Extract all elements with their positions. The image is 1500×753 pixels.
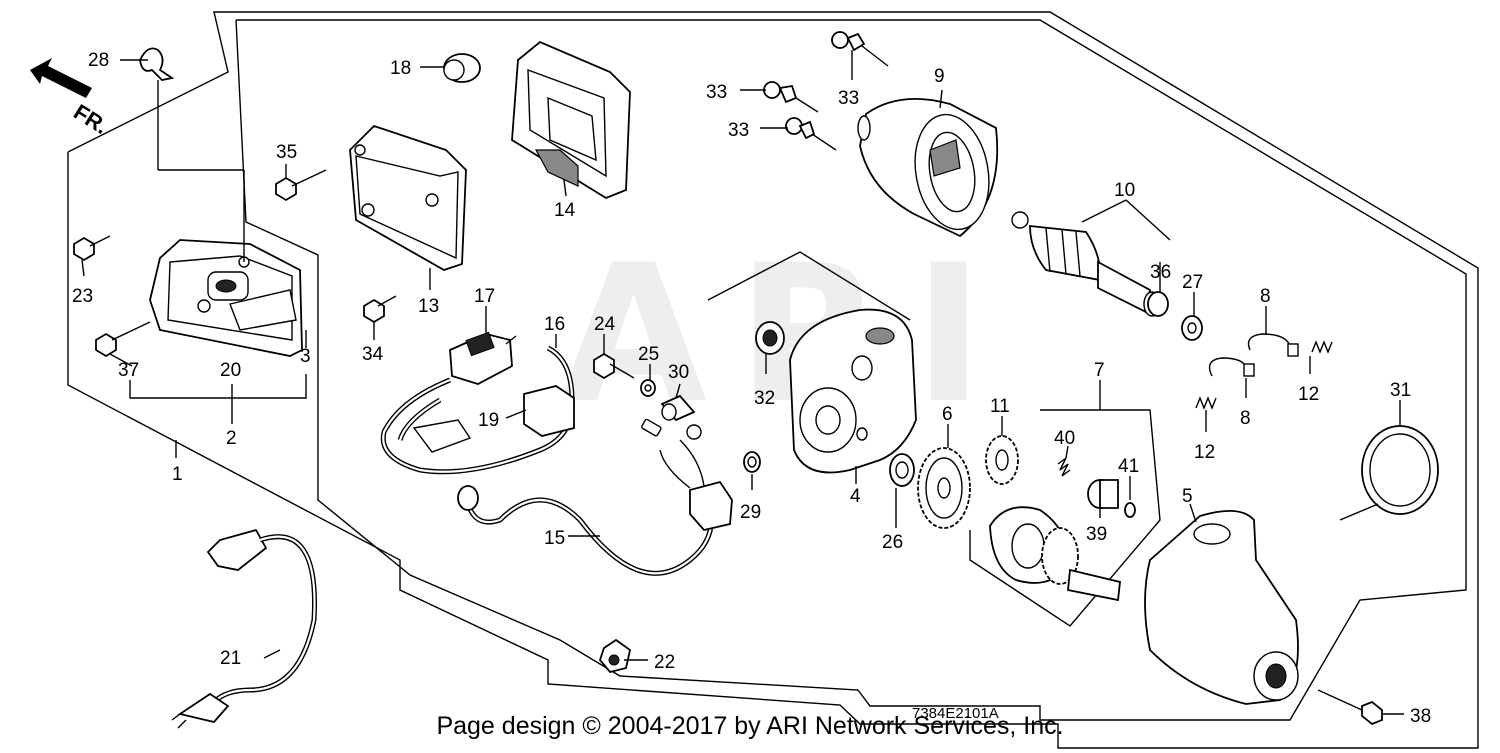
bracket-10-lines <box>1081 199 1171 241</box>
callout-4: 4 <box>850 486 861 507</box>
plate-4-part <box>789 308 917 474</box>
callout-9: 9 <box>934 66 945 87</box>
callout-1: 1 <box>172 464 183 485</box>
spring-12-lower-part <box>1195 396 1217 410</box>
pinion-11-part <box>985 435 1019 485</box>
clip-41-part <box>1124 502 1136 518</box>
spring-40-part <box>1057 457 1071 477</box>
callout-13: 13 <box>418 296 439 317</box>
callout-36: 36 <box>1150 262 1171 283</box>
collar-30-part <box>660 394 696 422</box>
armature-10-part <box>1011 211 1161 317</box>
callout-8-lower: 8 <box>1240 408 1251 429</box>
assembly-border-inner <box>235 19 1467 721</box>
callout-12-left: 12 <box>1194 442 1215 463</box>
callout-20: 20 <box>220 360 241 381</box>
callout-10: 10 <box>1114 180 1135 201</box>
callout-8-upper: 8 <box>1260 286 1271 307</box>
leader-lines <box>81 50 1404 715</box>
front-housing-5-part <box>1144 510 1299 705</box>
callout-25: 25 <box>638 344 659 365</box>
frame-14-part <box>511 40 631 200</box>
bolt-37-part <box>95 321 151 358</box>
brush-8-lower-part <box>1208 357 1255 377</box>
bolt-33-top-part <box>831 31 889 67</box>
callout-37: 37 <box>118 360 139 381</box>
seal-32-part <box>755 321 785 355</box>
washer-25-part <box>640 379 656 397</box>
callout-40: 40 <box>1054 428 1075 449</box>
callout-33-mid: 33 <box>706 82 727 103</box>
bolt-33-mid-part <box>763 81 819 113</box>
callout-27: 27 <box>1182 272 1203 293</box>
power-cord-21-part <box>171 528 318 729</box>
callout-32: 32 <box>754 388 775 409</box>
grommet-18-part <box>443 53 481 83</box>
plate-group-line <box>707 251 801 301</box>
callout-31: 31 <box>1390 380 1411 401</box>
callout-labels: 1 2 3 4 5 6 7 8 8 9 10 11 12 12 13 14 15… <box>72 50 1431 727</box>
washer-27-part <box>1181 315 1203 341</box>
callout-34: 34 <box>362 344 384 365</box>
clip-28-part <box>139 47 245 262</box>
bolt-38-part <box>1317 689 1383 726</box>
callout-21: 21 <box>220 648 241 669</box>
callout-23: 23 <box>72 286 93 307</box>
ring-31-part <box>1339 425 1439 521</box>
snap-ring-36-part <box>1147 291 1169 317</box>
callout-22: 22 <box>654 652 675 673</box>
callout-38: 38 <box>1410 706 1431 727</box>
callout-24: 24 <box>594 314 616 335</box>
callout-3: 3 <box>300 346 311 367</box>
callout-6: 6 <box>942 404 953 425</box>
callout-29: 29 <box>740 502 761 523</box>
callout-16: 16 <box>544 314 565 335</box>
callout-2: 2 <box>226 428 237 449</box>
callout-18: 18 <box>390 58 411 79</box>
pinion-assembly-7-group <box>969 409 1161 627</box>
callout-39: 39 <box>1086 524 1107 545</box>
plate-group-line-2 <box>799 251 911 321</box>
switch-box-cover-part <box>149 239 303 357</box>
figure-code: 7384E2101A <box>912 705 999 722</box>
gear-6-part <box>917 447 971 529</box>
bolt-34-part <box>363 295 397 324</box>
callout-28: 28 <box>88 50 109 71</box>
bolt-33-low-part <box>785 117 837 151</box>
cover-plate-13-part <box>349 124 467 271</box>
callout-41: 41 <box>1118 456 1139 477</box>
switch-17-part <box>449 331 517 385</box>
callout-26: 26 <box>882 532 903 553</box>
callout-11: 11 <box>990 396 1010 417</box>
page-footer-copyright: Page design © 2004-2017 by ARI Network S… <box>436 712 1064 740</box>
spring-12-upper-part <box>1311 340 1333 354</box>
motor-housing-9-part <box>857 97 999 238</box>
callout-33-top: 33 <box>838 88 859 109</box>
callout-5: 5 <box>1182 486 1193 507</box>
collar-39-part <box>1087 479 1119 509</box>
callout-15: 15 <box>544 528 565 549</box>
callout-14: 14 <box>554 200 576 221</box>
bolt-35-part <box>275 169 327 202</box>
wire-harness-15-part <box>457 418 733 576</box>
bolt-23-part <box>73 235 111 262</box>
connector-19-part <box>412 385 575 453</box>
brush-8-upper-part <box>1247 333 1299 357</box>
clamp-22-part <box>598 638 632 674</box>
washer-29-part <box>743 451 761 473</box>
washer-26-part <box>889 453 915 487</box>
callout-30: 30 <box>668 362 689 383</box>
callout-12-right: 12 <box>1298 384 1319 405</box>
callout-17: 17 <box>474 286 495 307</box>
callout-19: 19 <box>478 410 499 431</box>
callout-35: 35 <box>276 142 297 163</box>
callout-7: 7 <box>1094 360 1105 381</box>
assembly-border-outer <box>67 11 1479 749</box>
callout-33-low: 33 <box>728 120 749 141</box>
